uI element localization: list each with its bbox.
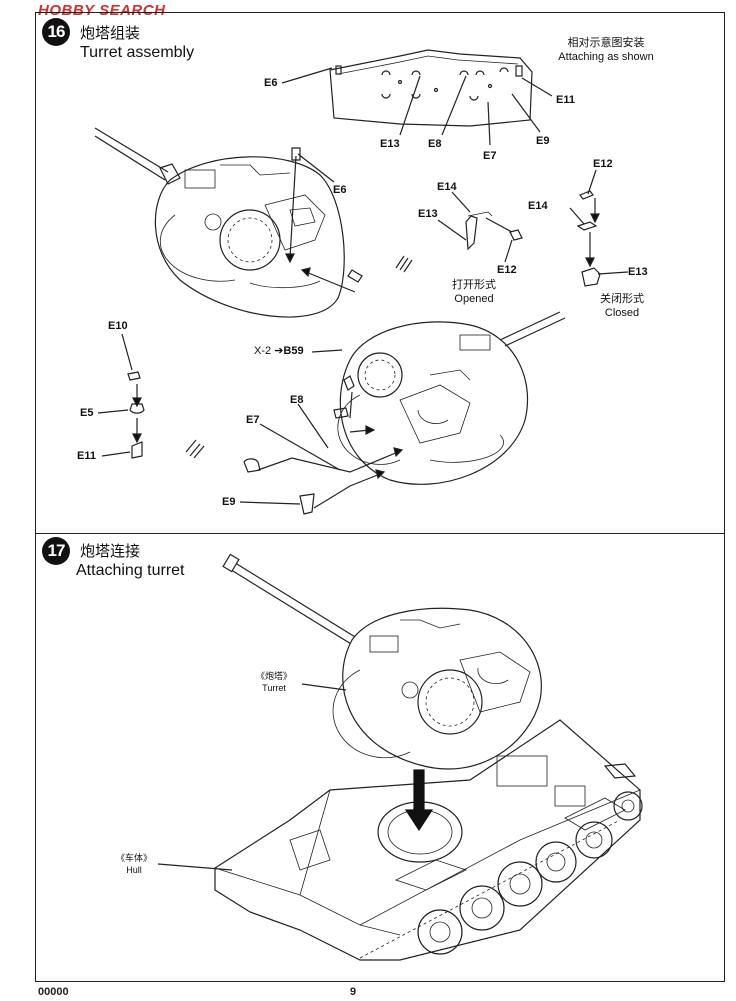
step-16-title-cn: 炮塔组装 bbox=[80, 25, 141, 42]
opened-caption: 打开形式 Opened bbox=[446, 278, 502, 306]
attach-note-en: Attaching as shown bbox=[558, 51, 654, 63]
step-16-title-en: Turret assembly bbox=[80, 44, 195, 61]
turret-callout: 《炮塔》 Turret bbox=[246, 670, 302, 694]
hull-drawing bbox=[214, 719, 643, 961]
label-e8-top: E8 bbox=[428, 138, 442, 150]
step-16-badge: 16 bbox=[42, 18, 70, 46]
hatch-opened-detail bbox=[465, 211, 523, 251]
label-e7-top: E7 bbox=[483, 150, 497, 162]
closed-caption-en: Closed bbox=[604, 307, 640, 319]
label-e10: E10 bbox=[108, 320, 128, 332]
attach-note-cn: 相对示意图安装 bbox=[567, 37, 645, 49]
turret-callout-cn: 《炮塔》 bbox=[255, 671, 292, 681]
label-e14-opened: E14 bbox=[437, 181, 457, 193]
hull-callout: 《车体》 Hull bbox=[106, 852, 162, 876]
ref-x2-text: X-2 bbox=[254, 345, 272, 357]
ref-arrow-icon: ➔ bbox=[274, 345, 284, 357]
watermark-logo: HOBBY SEARCH bbox=[38, 2, 166, 19]
step-17-leaders bbox=[157, 683, 347, 871]
turret-drawing bbox=[222, 553, 542, 770]
label-e14-closed: E14 bbox=[528, 200, 548, 212]
label-e12-opened: E12 bbox=[497, 264, 517, 276]
step-17-title-en: Attaching turret bbox=[76, 562, 185, 579]
hatch-closed-detail bbox=[576, 190, 601, 287]
page-number: 9 bbox=[350, 986, 357, 998]
turret-drop-arrow bbox=[404, 769, 434, 832]
label-e11-top: E11 bbox=[556, 94, 575, 106]
turret-callout-en: Turret bbox=[262, 683, 286, 693]
hull-callout-cn: 《车体》 bbox=[115, 853, 152, 863]
ref-b59-text: B59 bbox=[283, 345, 304, 357]
opened-caption-cn: 打开形式 bbox=[452, 279, 496, 291]
left-parts-stack bbox=[127, 371, 145, 459]
step-divider bbox=[35, 533, 725, 534]
closed-caption: 关闭形式 Closed bbox=[594, 292, 650, 320]
turret-lower-view bbox=[337, 311, 566, 485]
page-frame bbox=[35, 12, 725, 982]
label-e5: E5 bbox=[80, 407, 94, 419]
label-e8-low: E8 bbox=[290, 394, 304, 406]
opened-caption-en: Opened bbox=[454, 293, 494, 305]
label-e9-low: E9 bbox=[222, 496, 236, 508]
step-16-leaders bbox=[97, 67, 629, 509]
footer-code: 00000 bbox=[38, 986, 69, 998]
label-e7-low: E7 bbox=[246, 414, 260, 426]
road-wheels bbox=[417, 791, 643, 955]
label-e9-top: E9 bbox=[536, 135, 550, 147]
attach-note: 相对示意图安装 Attaching as shown bbox=[556, 36, 656, 64]
label-e13-top: E13 bbox=[380, 138, 400, 150]
label-e11-left: E11 bbox=[77, 450, 96, 462]
hatching bbox=[185, 255, 413, 459]
step-17-badge: 17 bbox=[42, 537, 70, 565]
label-e13-closed: E13 bbox=[628, 266, 648, 278]
label-e6-top: E6 bbox=[264, 77, 278, 89]
hull-callout-en: Hull bbox=[126, 865, 142, 875]
watermark: HOBBY SEARCH bbox=[38, 2, 165, 19]
turret-underside-panel bbox=[329, 49, 533, 127]
step-17-title-cn: 炮塔连接 bbox=[80, 543, 141, 560]
turret-upper-view bbox=[94, 127, 345, 318]
label-e6-mid: E6 bbox=[333, 184, 347, 196]
closed-caption-cn: 关闭形式 bbox=[600, 293, 644, 305]
lower-parts bbox=[243, 147, 363, 515]
label-e13-opened: E13 bbox=[418, 208, 438, 220]
label-e12-closed: E12 bbox=[593, 158, 613, 170]
ref-x2: X-2 ➔B59 bbox=[254, 344, 304, 357]
